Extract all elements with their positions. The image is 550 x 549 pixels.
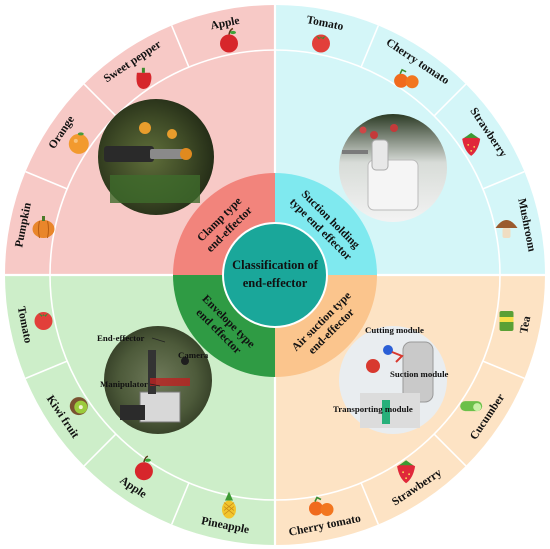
tomato-icon [34, 312, 53, 330]
crop-icons [32, 27, 518, 519]
mushroom-icon [495, 220, 518, 238]
crop-label: Tea [518, 315, 533, 335]
air-suction-photo [339, 326, 447, 434]
cell-divider [482, 360, 525, 380]
cell-divider [433, 433, 467, 467]
cell-divider [360, 25, 380, 68]
end-effector-label: End-effector [97, 333, 144, 343]
cell-divider [170, 25, 190, 68]
orange-icon [68, 132, 89, 154]
air-suction-photo-labels: Cutting module Suction module Transporti… [333, 325, 449, 414]
clamp-photo [98, 99, 214, 215]
suction-module-label: Suction module [390, 369, 449, 379]
manipulator-label: Manipulator [100, 379, 148, 389]
strawberry-icon [397, 460, 416, 484]
kiwi-icon [69, 397, 88, 416]
cucumber-icon [460, 401, 483, 412]
cell-divider [83, 433, 117, 467]
center-circle [222, 222, 328, 328]
cell-divider [433, 83, 467, 117]
crop-label: Apple [209, 15, 240, 33]
pineapple-icon [222, 491, 236, 519]
center-label-line1: Classification of [232, 258, 319, 272]
cherry-tomato-icon [309, 496, 334, 516]
apple-icon [220, 27, 238, 53]
center-label-line2: end-effector [243, 276, 308, 290]
cell-divider [25, 170, 68, 190]
cherry-tomato-icon [394, 68, 419, 89]
transporting-module-label: Transporting module [333, 404, 413, 414]
cutting-module-label: Cutting module [365, 325, 424, 335]
cell-divider [83, 83, 117, 117]
apple-icon [134, 455, 153, 481]
strawberry-icon [462, 132, 481, 156]
pepper-icon [136, 67, 152, 89]
cell-divider [360, 482, 380, 525]
pumpkin-icon [32, 216, 55, 239]
tea-icon [499, 311, 514, 331]
suction-holding-photo [339, 114, 447, 222]
cell-divider [482, 170, 525, 190]
cell-divider [25, 360, 68, 380]
tomato-icon [312, 34, 330, 53]
envelope-photo-labels: End-effector Camera Manipulator [97, 333, 209, 389]
cell-divider [170, 482, 190, 525]
envelope-photo [104, 326, 212, 434]
camera-label: Camera [178, 350, 209, 360]
